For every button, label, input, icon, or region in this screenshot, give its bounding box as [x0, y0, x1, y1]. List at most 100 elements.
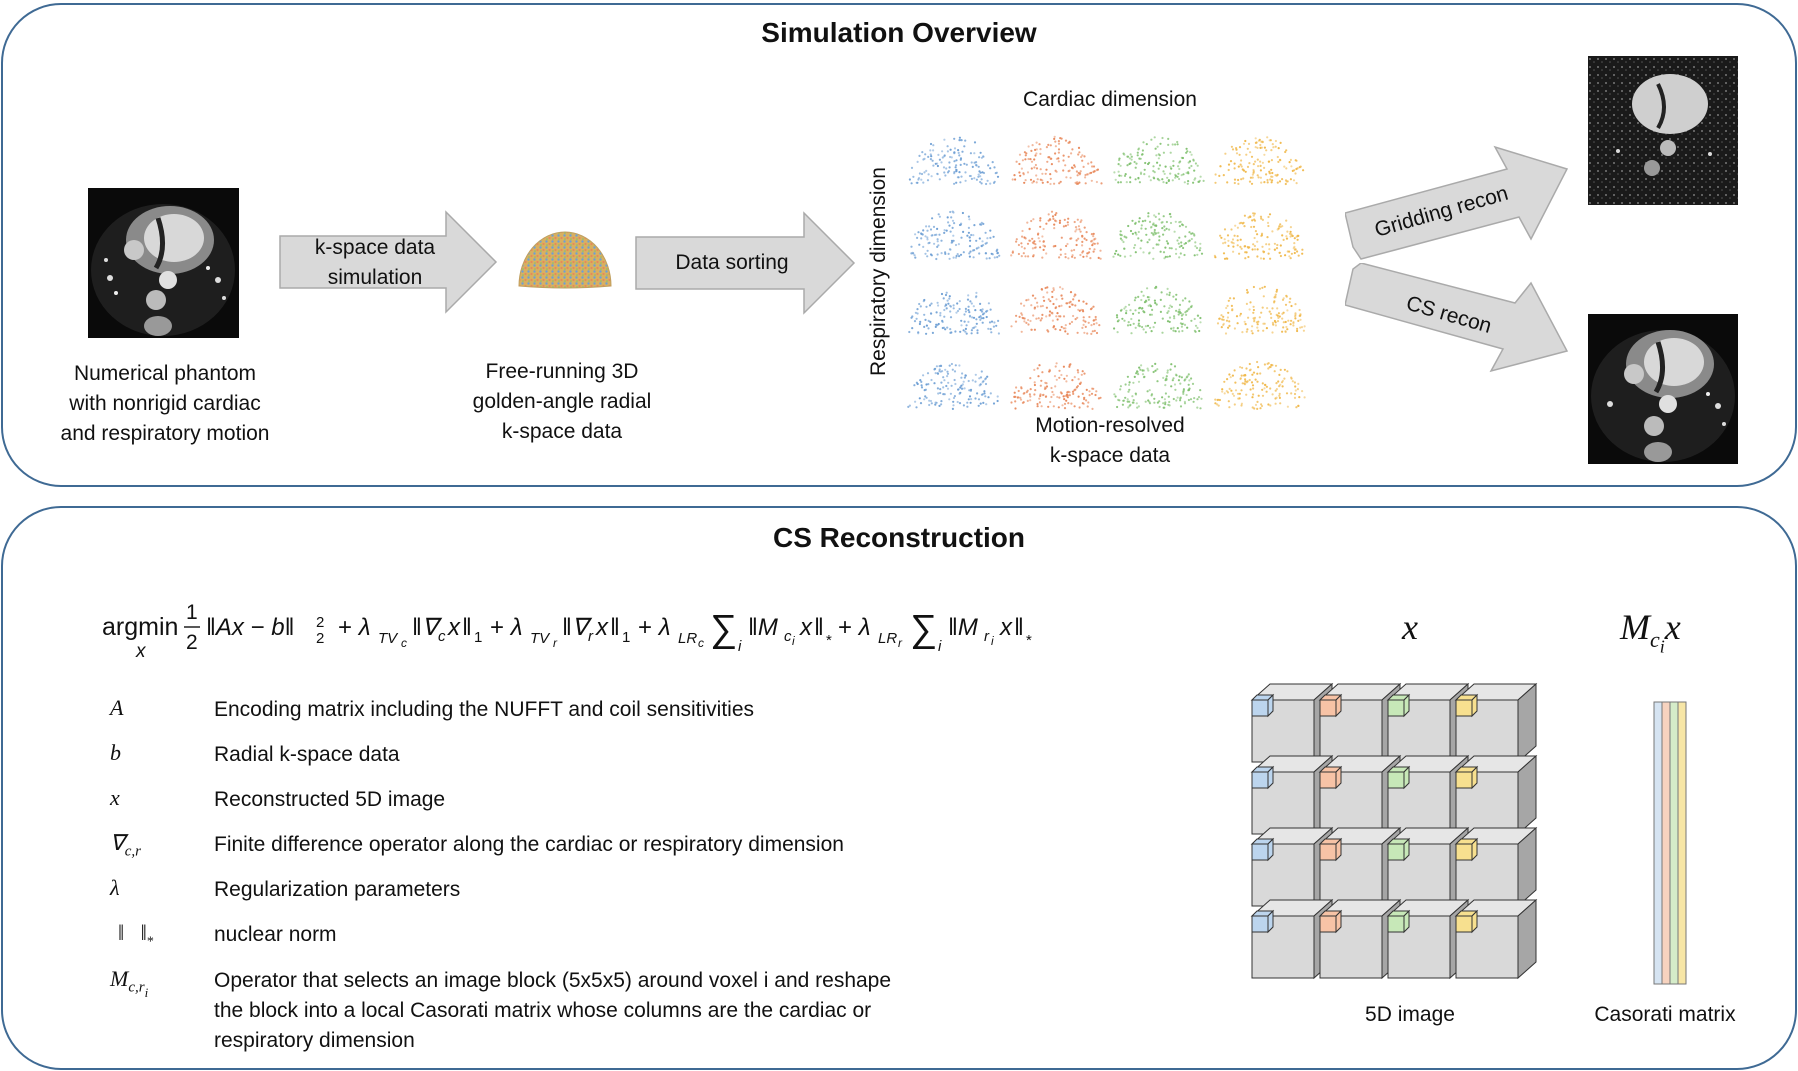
radial-kspace-caption-line-1: Free-running 3D — [485, 360, 639, 383]
svg-text:2: 2 — [316, 630, 324, 647]
svg-text:TV: TV — [530, 630, 551, 647]
kspace-simulation-label-line-2: simulation — [327, 266, 423, 289]
svg-text:i: i — [738, 638, 742, 655]
kspace-bin-dome — [1113, 285, 1202, 335]
svg-text:‖∇: ‖∇ — [562, 614, 593, 641]
kspace-bin-dome — [1010, 210, 1102, 260]
radial-kspace-caption: Free-running 3D golden-angle radial k-sp… — [440, 357, 684, 447]
svg-text:‖: ‖ — [462, 614, 472, 641]
svg-text:r: r — [898, 636, 903, 650]
cardiac-dimension-label: Cardiac dimension — [1023, 88, 1197, 111]
image-cube — [1250, 754, 1334, 836]
svg-text:LR: LR — [678, 630, 697, 647]
kspace-bin-dome — [1214, 136, 1305, 186]
kspace-bin-dome — [910, 210, 1001, 261]
motion-resolved-caption-line-1: Motion-resolved — [1035, 414, 1185, 437]
kspace-simulation-label: k-space data simulation — [282, 233, 468, 293]
svg-text:2: 2 — [186, 631, 198, 654]
svg-text:1: 1 — [622, 629, 630, 646]
phantom-caption-line-2: with nonrigid cardiac — [69, 392, 261, 415]
image-cube — [1318, 826, 1402, 908]
svg-text:‖Ax − b‖: ‖Ax − b‖ — [206, 614, 295, 641]
mcix-label: Mcix — [1620, 607, 1681, 657]
svg-text:Respiratory dimension: Respiratory dimension — [867, 167, 890, 376]
cs-reconstruction-title: CS Reconstruction — [772, 522, 1026, 553]
svg-text:∑: ∑ — [710, 608, 737, 650]
kspace-bin-dome — [908, 291, 1000, 335]
legend-desc-A: Encoding matrix including the NUFFT and … — [214, 698, 755, 721]
svg-text:LR: LR — [878, 630, 897, 647]
legend-symbol-nuclear-norm: ‖ ‖* — [118, 920, 154, 950]
kspace-bin-dome — [907, 362, 999, 410]
svg-text:r: r — [984, 628, 990, 645]
kspace-bin-dome — [1112, 212, 1204, 260]
svg-text:x: x — [799, 614, 813, 641]
svg-text:r: r — [588, 628, 594, 645]
kspace-simulation-arrow — [279, 210, 498, 314]
legend-symbol-M: Mc,ri — [110, 966, 149, 1001]
legend-symbol-A: A — [110, 695, 124, 720]
phantom-caption-line-1: Numerical phantom — [73, 362, 257, 385]
svg-text:‖M: ‖M — [948, 614, 978, 641]
numerical-phantom-image — [88, 188, 239, 338]
image-cube — [1454, 826, 1538, 908]
legend-desc-M-line-2: the block into a local Casorati matrix w… — [214, 999, 872, 1022]
radial-kspace-caption-line-2: golden-angle radial — [472, 390, 652, 413]
cs-recon-arrow: CS recon — [1345, 263, 1569, 373]
svg-text:c: c — [784, 628, 792, 645]
image-cube — [1454, 898, 1538, 980]
svg-text:i: i — [991, 634, 994, 648]
five-d-image-caption: 5D image — [1365, 1003, 1455, 1026]
symbol-legend: A Encoding matrix including the NUFFT an… — [110, 695, 892, 1052]
svg-text:‖∇: ‖∇ — [412, 614, 443, 641]
image-cube — [1250, 826, 1334, 908]
kspace-bin-dome — [1011, 135, 1103, 186]
gridding-recon-image — [1588, 56, 1738, 205]
phantom-caption: Numerical phantom with nonrigid cardiac … — [35, 359, 295, 449]
svg-text:‖: ‖ — [610, 614, 620, 641]
kspace-bin-dome — [1213, 212, 1304, 260]
svg-text:2: 2 — [316, 614, 324, 631]
svg-text:‖: ‖ — [1014, 614, 1024, 641]
casorati-matrix — [1653, 701, 1687, 985]
legend-desc-lambda: Regularization parameters — [214, 878, 461, 901]
svg-text:*: * — [826, 632, 832, 649]
svg-text:c: c — [438, 628, 446, 645]
svg-text:x: x — [999, 614, 1013, 641]
svg-text:r: r — [553, 636, 558, 650]
svg-text:1: 1 — [186, 601, 198, 624]
kspace-bin-dome — [1010, 286, 1101, 335]
simulation-overview-title: Simulation Overview — [761, 17, 1037, 48]
svg-text:∑: ∑ — [910, 608, 937, 650]
data-sorting-arrow — [635, 211, 856, 315]
kspace-bin-dome — [908, 136, 1000, 186]
svg-text:TV: TV — [378, 630, 399, 647]
radial-kspace-caption-line-3: k-space data — [501, 420, 623, 443]
kspace-simulation-label-line-1: k-space data — [314, 236, 436, 259]
svg-text:‖M: ‖M — [748, 614, 778, 641]
legend-desc-nuclear-norm: nuclear norm — [214, 923, 337, 946]
svg-text:*: * — [1026, 632, 1032, 649]
svg-text:c: c — [401, 636, 407, 650]
legend-desc-b: Radial k-space data — [214, 743, 400, 766]
radial-kspace-dome — [518, 231, 612, 289]
legend-desc-M-line-3: respiratory dimension — [214, 1029, 415, 1052]
svg-text:+ λ: + λ — [638, 614, 671, 641]
kspace-bin-dome — [1113, 362, 1203, 410]
legend-desc-x: Reconstructed 5D image — [214, 788, 446, 811]
svg-text:+ λ: + λ — [490, 614, 523, 641]
image-cube — [1454, 754, 1538, 836]
kspace-bin-dome — [1010, 362, 1102, 410]
x-label: x — [1402, 607, 1418, 647]
phantom-caption-line-3: and respiratory motion — [60, 422, 270, 445]
legend-symbol-lambda: λ — [110, 875, 120, 900]
svg-text:x: x — [447, 614, 461, 641]
svg-text:argmin: argmin — [102, 613, 178, 641]
kspace-bin-dome — [1216, 285, 1306, 335]
data-sorting-label: Data sorting — [675, 251, 789, 274]
five-d-image-cube-grid — [1250, 682, 1538, 980]
svg-text:x: x — [135, 641, 147, 662]
cs-recon-image — [1588, 314, 1738, 464]
legend-symbol-b: b — [110, 740, 121, 765]
legend-desc-M-line-1: Operator that selects an image block (5x… — [214, 969, 892, 992]
